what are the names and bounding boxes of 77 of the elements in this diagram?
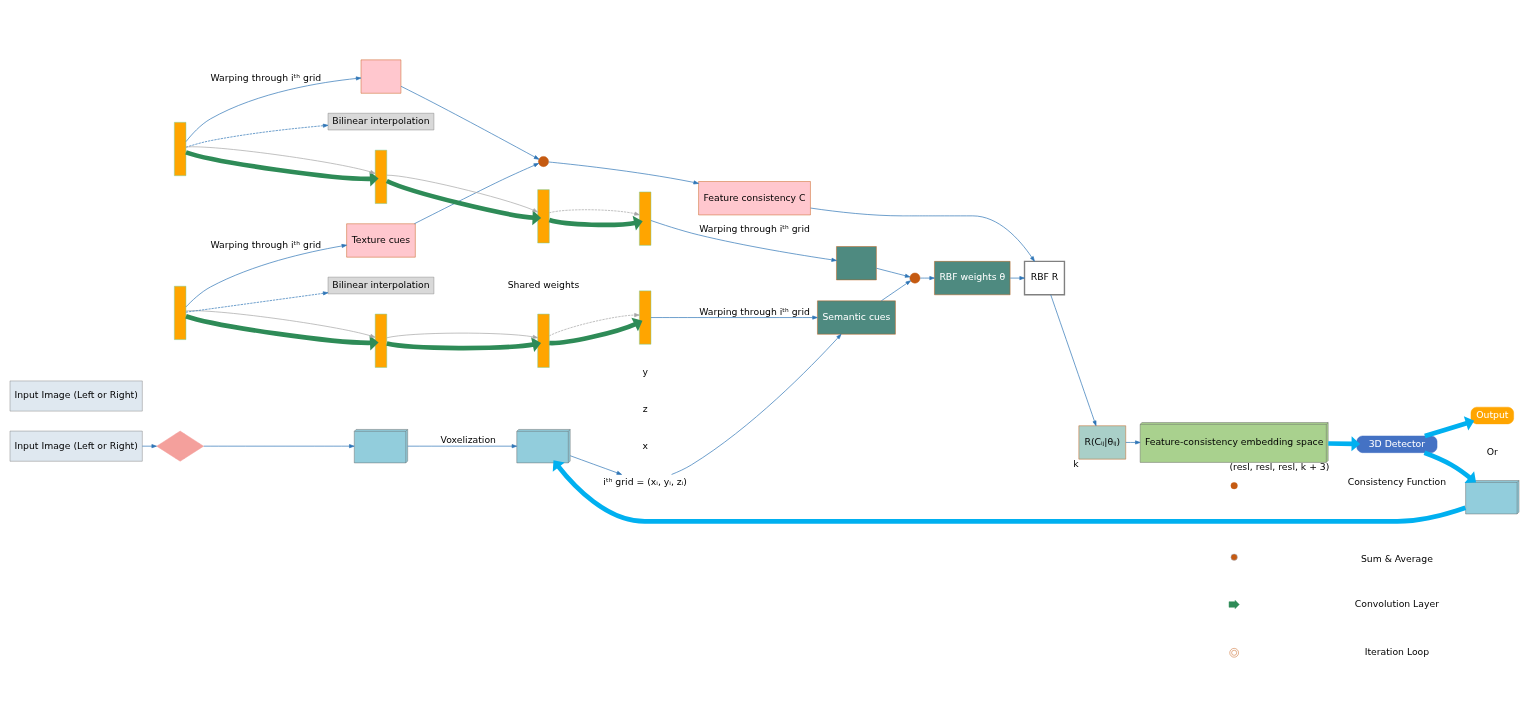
arrow [552, 459, 1467, 524]
node-label: k [1073, 457, 1079, 469]
arrow [386, 332, 538, 339]
edge-label: Warping through iᵗʰ grid [699, 222, 810, 234]
arrow [919, 275, 935, 280]
arrow [1125, 439, 1141, 444]
label: y [642, 365, 648, 377]
arrow [185, 76, 362, 142]
arrow [1424, 415, 1475, 438]
arrow [185, 243, 347, 307]
legend-label: Consistency Function [1347, 475, 1447, 487]
arrow [185, 290, 329, 313]
node-box [360, 59, 402, 94]
arrow [185, 145, 376, 174]
node-bar [374, 149, 387, 204]
label: x [642, 438, 648, 450]
arrow [549, 208, 640, 216]
node-box: 3D Detector [1356, 435, 1438, 453]
node-box: Bilinear interpolation [327, 112, 435, 130]
legend-label: Sum & Average [1360, 552, 1433, 564]
arrow [548, 161, 699, 184]
node-box: Texture cues [346, 223, 416, 257]
node-bar [639, 191, 652, 246]
node-circle [538, 155, 549, 167]
legend-label: Iteration Loop [1364, 645, 1430, 657]
arrow [185, 313, 379, 350]
arrow [548, 215, 643, 231]
arrow [185, 149, 379, 186]
node-label: (resl, resl, resl, k + 3) [1229, 460, 1330, 472]
arrow [671, 333, 842, 475]
node-bar [537, 313, 550, 368]
label: Or [1486, 445, 1498, 457]
edge-label: Voxelization [440, 433, 496, 445]
node-bar [639, 290, 652, 344]
node-box: R(Cᵢⱼ|θᵢⱼ) [1078, 425, 1126, 459]
arrow [1423, 450, 1477, 483]
arrow [400, 85, 540, 160]
node-box: RBF weights θ [934, 260, 1011, 295]
arrow [386, 174, 538, 212]
edge-label: Warping through iᵗʰ grid [210, 71, 322, 83]
node-box: Feature consistency C [698, 180, 811, 215]
node-bar [374, 313, 387, 368]
node-box: Input Image (Left or Right) [9, 430, 143, 461]
arrow [810, 207, 1035, 262]
node-bar [174, 285, 187, 340]
node-bar [537, 188, 550, 243]
node-text: iᵗʰ grid = (xᵢ, yᵢ, zᵢ) [603, 475, 687, 487]
arrow [386, 336, 542, 352]
arrow [185, 309, 376, 338]
label: z [642, 402, 648, 414]
node-box: RBF R [1023, 260, 1066, 295]
arrow [569, 454, 622, 475]
arrow [407, 443, 518, 448]
arrow [650, 219, 837, 262]
node-box: Semantic cues [817, 300, 896, 334]
arrow [880, 279, 911, 301]
arrow [1009, 275, 1025, 280]
arrow [385, 178, 542, 225]
node-box: Output [1470, 406, 1514, 424]
arrow [549, 312, 640, 336]
edge-label: Warping through iᵗʰ grid [699, 305, 810, 317]
node-box [836, 245, 877, 280]
node-box: Input Image (Left or Right) [9, 380, 143, 411]
arrow [414, 162, 539, 224]
arrow [650, 315, 818, 320]
arrow [1050, 294, 1097, 426]
arrow [1328, 435, 1361, 451]
edge-label: Warping through iᵗʰ grid [210, 238, 322, 250]
arrow [549, 317, 643, 345]
arrow [203, 443, 355, 448]
arrow [142, 443, 157, 448]
node-box: Bilinear interpolation [327, 276, 435, 294]
node-bar [174, 121, 187, 176]
arrow [876, 267, 911, 278]
legend-label: Convolution Layer [1354, 597, 1439, 609]
node-circle [909, 272, 921, 283]
label: Shared weights [507, 278, 580, 290]
